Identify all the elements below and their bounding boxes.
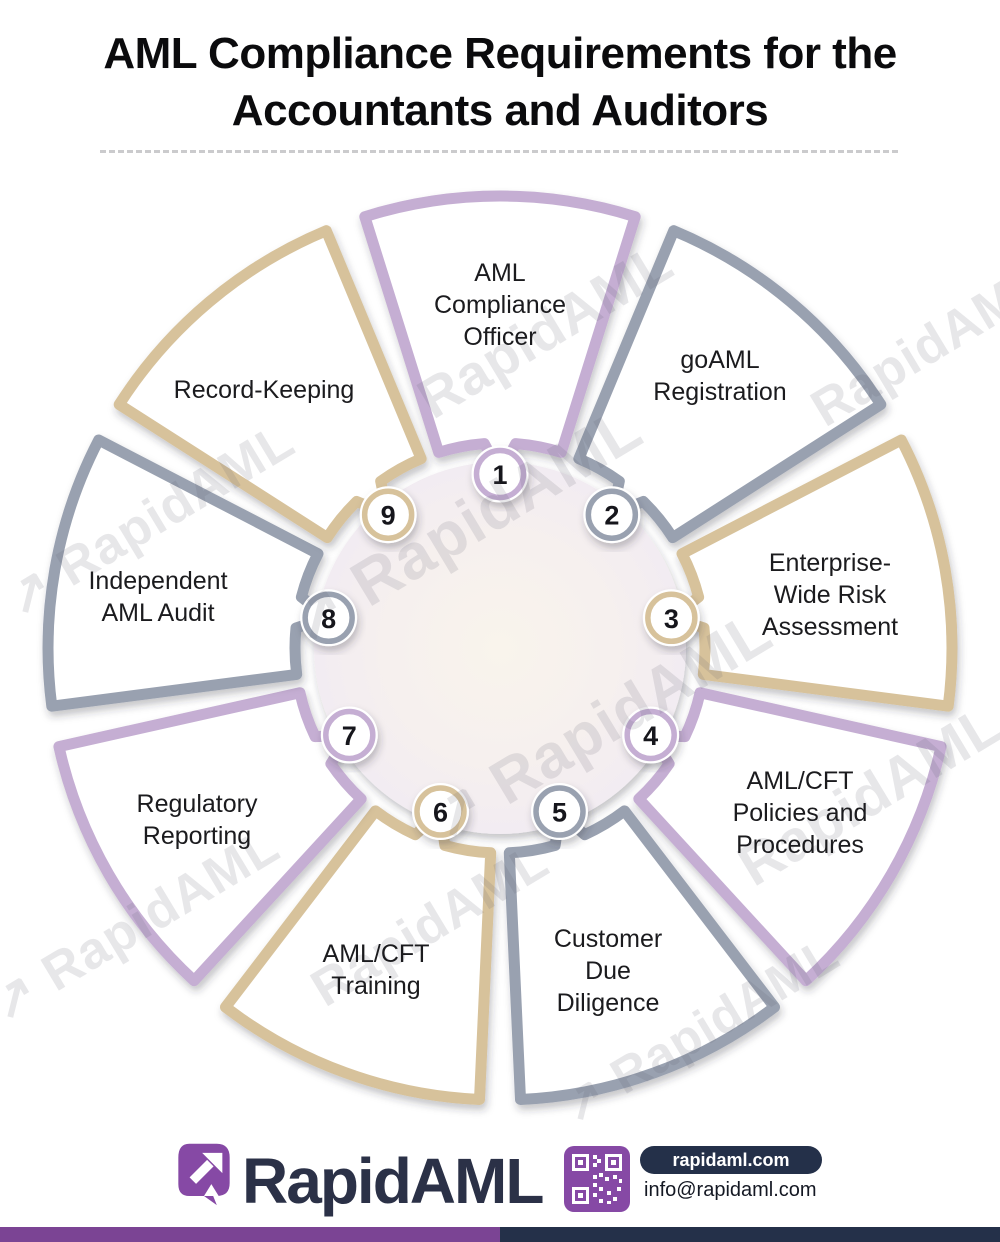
rapidaml-logo-icon (178, 1143, 230, 1206)
website-label: rapidaml.com (672, 1149, 790, 1170)
wedge-3 (666, 434, 958, 712)
number-badge-4: 4 (622, 706, 680, 764)
badge-number: 6 (433, 797, 448, 827)
qr-code (564, 1146, 630, 1212)
bottom-bar-navy (500, 1227, 1000, 1242)
dashed-divider (100, 150, 898, 153)
badge-number: 5 (552, 797, 567, 827)
wedge-6 (220, 805, 497, 1105)
wedge-2 (573, 225, 887, 544)
number-badge-6: 6 (411, 783, 469, 841)
wedge-4 (633, 687, 947, 987)
website-button[interactable]: rapidaml.com (640, 1146, 822, 1174)
number-badge-9: 9 (359, 486, 417, 544)
number-badge-5: 5 (531, 783, 589, 841)
badge-number: 2 (604, 501, 619, 531)
email-text: info@rapidaml.com (644, 1179, 817, 1201)
segment-label-9: Record-Keeping (173, 376, 355, 404)
number-badge-2: 2 (583, 486, 641, 544)
page-title-line1: AML Compliance Requirements for the (103, 29, 897, 78)
badge-number: 1 (492, 460, 507, 490)
number-badge-1: 1 (471, 445, 529, 503)
badge-number: 7 (342, 721, 357, 751)
center-circle (314, 462, 686, 834)
wedge-5 (503, 805, 780, 1105)
badge-number: 3 (664, 604, 679, 634)
badge-number: 9 (381, 501, 396, 531)
page-title-line2: Accountants and Auditors (231, 85, 769, 135)
number-badge-7: 7 (320, 706, 378, 764)
wedge-7 (53, 687, 367, 987)
badge-number: 4 (643, 721, 658, 751)
number-badge-8: 8 (300, 589, 358, 647)
wedge-8 (42, 434, 334, 712)
brand-name: RapidAML (242, 1145, 544, 1217)
number-badge-3: 3 (642, 589, 700, 647)
bottom-bar-purple (0, 1227, 500, 1242)
wedge-1 (359, 190, 641, 479)
badge-number: 8 (321, 604, 336, 634)
wedge-9 (113, 225, 427, 544)
page-title: AML Compliance Requirements for the Acco… (0, 26, 1000, 140)
